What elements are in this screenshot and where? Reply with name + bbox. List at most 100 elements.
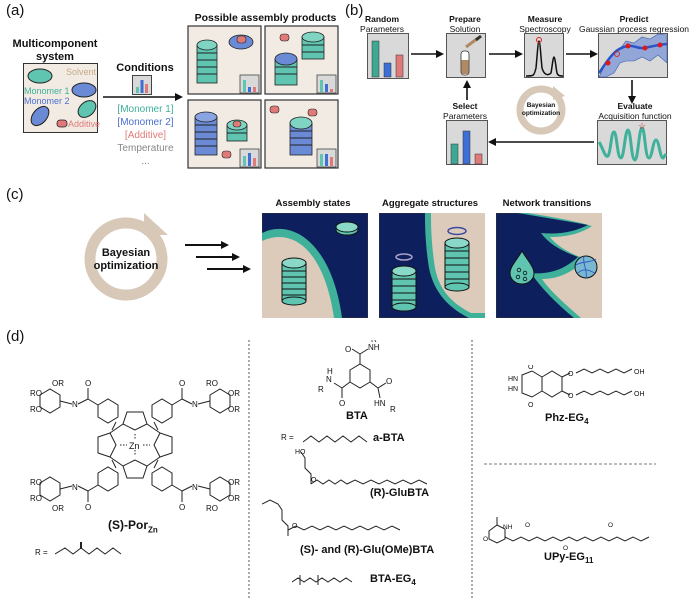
svg-text:O: O	[292, 523, 298, 530]
svg-text:O: O	[179, 503, 185, 512]
svg-text:OH: OH	[634, 391, 645, 398]
evaluate-heading: Evaluate Acquisition function	[590, 101, 680, 121]
svg-text:RO: RO	[30, 389, 42, 398]
bta-eg4-chain	[292, 575, 353, 585]
additive-blob	[232, 120, 242, 128]
svg-text:O: O	[568, 371, 574, 378]
random-params-box	[367, 33, 409, 79]
multicomponent-system-box: Solvent Monomer 1 Monomer 2 Additive	[23, 63, 100, 133]
porphyrin-r-chain	[55, 542, 122, 555]
tile-bar-icon	[239, 148, 260, 168]
gallic-amide-arms	[39, 388, 231, 502]
svg-text:R: R	[390, 405, 396, 414]
droplet-icon	[509, 250, 535, 285]
upy-eg11-name: UPy-EG11	[544, 551, 593, 565]
single-disc	[335, 221, 359, 236]
observation-point	[625, 43, 631, 49]
upy-eg11-sub: 11	[584, 556, 594, 566]
predict-title: Predict	[619, 14, 649, 24]
prepare-solution-box	[446, 33, 486, 78]
tile-bar-icon	[316, 74, 337, 94]
svg-text:N: N	[192, 400, 198, 409]
monomer2-disc	[30, 105, 50, 127]
glu-ome-bta-name: (S)- and (R)-Glu(OMe)BTA	[300, 544, 435, 556]
loop-label-line2: optimization	[521, 110, 561, 117]
select-title: Select	[452, 101, 478, 111]
prepare-sub: Solution	[449, 24, 481, 34]
arrow-random-to-prepare	[411, 50, 444, 58]
svg-text:O: O	[568, 393, 574, 400]
random-sub: Parameters	[360, 24, 404, 34]
svg-text:HN: HN	[374, 399, 386, 408]
conditions-list: [Monomer 1] [Monomer 2] [Additive] Tempe…	[108, 103, 183, 168]
rotation-arrow-icon	[447, 226, 467, 236]
glubta-chain: HO O	[295, 449, 428, 485]
loop-large-line1: Bayesian	[101, 247, 151, 259]
network-sphere-icon	[574, 255, 598, 279]
svg-text:O: O	[179, 379, 185, 388]
svg-text:RO: RO	[30, 494, 42, 503]
evaluate-title: Evaluate	[617, 101, 653, 111]
condition-additive: [Additive]	[124, 130, 167, 141]
additive-blob	[221, 150, 232, 159]
svg-text:NH: NH	[503, 524, 513, 531]
additive-blob	[236, 35, 247, 44]
product-tile-2	[264, 25, 339, 95]
disc-stack-small	[391, 265, 417, 312]
svg-text:O: O	[563, 545, 568, 552]
acquisition-curve	[597, 126, 667, 162]
a-bta-name: a-BTA	[373, 432, 405, 444]
blue-stack	[194, 111, 218, 156]
observation-point	[605, 60, 611, 66]
svg-text:O: O	[345, 345, 351, 354]
a-bta-chain	[303, 435, 368, 443]
tile-title-aggregate-structures: Aggregate structures	[381, 198, 479, 209]
svg-text:O: O	[525, 522, 530, 529]
observation-point	[642, 45, 648, 51]
monomer2-disc	[71, 82, 97, 98]
tile-network-transitions	[496, 213, 602, 318]
svg-text:NH: NH	[368, 343, 380, 352]
random-params-heading: Random Parameters	[357, 14, 407, 34]
porphyrin-core	[97, 411, 173, 479]
acquisition-function-box: ☆	[597, 120, 667, 165]
bayesian-loop-icon-large	[84, 213, 168, 301]
svg-text:N: N	[72, 483, 78, 492]
maximum-star-icon: ☆	[638, 121, 646, 131]
svg-text:RO: RO	[30, 478, 42, 487]
svg-text:O: O	[311, 477, 317, 484]
additive-blob	[56, 119, 68, 128]
bayesian-loop-icon-small	[516, 85, 566, 135]
svg-text:RO: RO	[206, 379, 218, 388]
conditions-title: Conditions	[116, 62, 174, 74]
svg-text:OR: OR	[228, 405, 240, 414]
svg-text:O: O	[85, 503, 91, 512]
phz-eg4-name: Phz-EG4	[545, 412, 589, 426]
svg-text:O: O	[528, 402, 534, 409]
system-title: Multicomponent system	[10, 38, 100, 64]
svg-text:O: O	[483, 536, 488, 543]
svg-text:OR: OR	[228, 494, 240, 503]
select-params-box	[446, 120, 488, 165]
arrow-predict-to-evaluate	[628, 80, 636, 104]
spectrum-line	[525, 40, 564, 77]
porphyrin-r-label: R =	[35, 548, 48, 557]
glu-ome-bta-chain: O	[262, 499, 401, 536]
teal-stack	[196, 39, 218, 84]
triple-arrows	[185, 241, 251, 273]
arrow-select-to-prepare	[463, 80, 471, 100]
svg-text:N: N	[326, 375, 332, 384]
product-tile-3	[187, 99, 262, 169]
tile-bar-icon	[316, 148, 337, 168]
porphyrin-name: (S)-PorZn	[108, 518, 158, 534]
arrow-prepare-to-measure	[489, 50, 523, 58]
system-illustration	[27, 68, 97, 128]
arrow-measure-to-predict	[566, 50, 598, 58]
svg-text:H: H	[327, 367, 333, 376]
svg-text:HO: HO	[295, 449, 306, 456]
monomer1-label: Monomer 1	[24, 86, 70, 96]
monomer2-label: Monomer 2	[24, 96, 70, 106]
svg-text:OR: OR	[52, 379, 64, 388]
